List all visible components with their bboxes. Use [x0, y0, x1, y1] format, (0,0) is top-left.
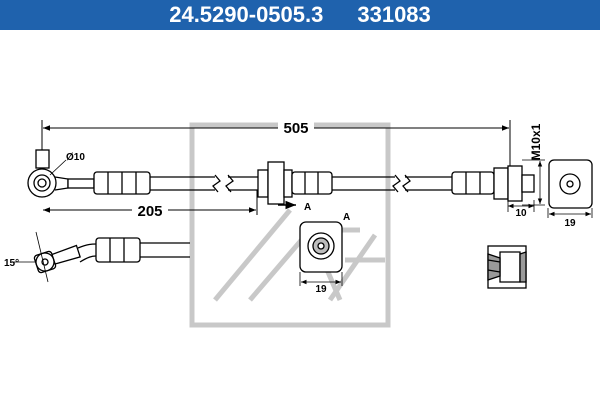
thread-length-label: 10 [515, 208, 527, 219]
partial-length-label: 205 [137, 203, 162, 220]
section-flats-label: 19 [315, 284, 327, 295]
end-view-flats-label: 19 [564, 218, 576, 229]
brake-hose-main [27, 149, 535, 205]
angle-label: 15° [4, 258, 19, 269]
svg-text:A: A [304, 202, 311, 213]
end-view-hex [547, 159, 593, 218]
ate-logo-watermark [189, 122, 391, 328]
angled-banjo-detail [14, 231, 190, 283]
section-view-label: A [343, 212, 350, 223]
section-marker-top: A [278, 200, 311, 213]
part-number: 24.5290-0505.3 [169, 2, 324, 27]
thread-label: M10x1 [529, 123, 543, 160]
thread-length-dimension: 10 [507, 200, 535, 219]
eye-diameter-callout: Ø10 [49, 152, 85, 176]
section-view-a [299, 221, 343, 286]
dimension-205: 205 [43, 190, 258, 220]
reference-number: 331083 [357, 2, 431, 27]
svg-text:Ø10: Ø10 [66, 152, 85, 163]
thread-dimension: M10x1 [522, 123, 545, 206]
overall-length-label: 505 [283, 120, 308, 137]
title-bar: 24.5290-0505.3 331083 [0, 0, 600, 30]
fitting-cross-section [487, 245, 527, 289]
